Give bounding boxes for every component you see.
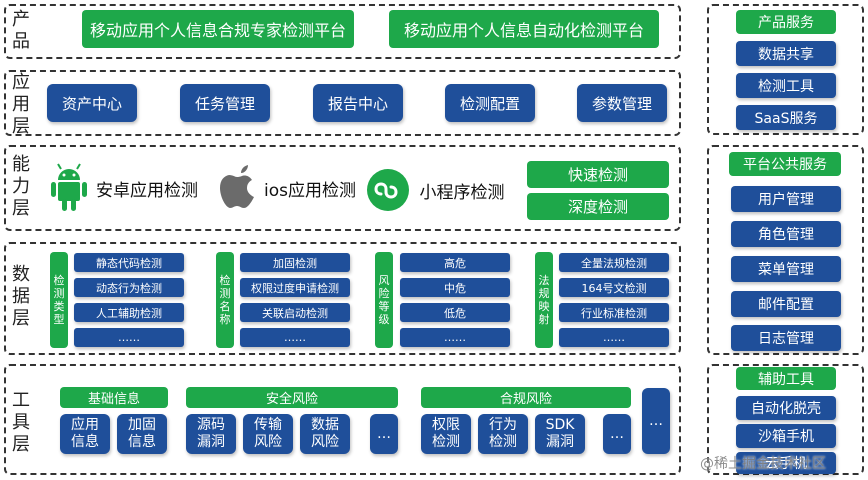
data-group-label-risk-level: 风 险 等 级 bbox=[375, 252, 393, 348]
tool-compliance-more-button[interactable]: … bbox=[603, 414, 631, 454]
watermark: @稀土掘金技术社区 bbox=[700, 456, 826, 472]
tool-transport-risk-button[interactable]: 传输 风险 bbox=[243, 414, 293, 454]
data-item-medium-risk[interactable]: 中危 bbox=[400, 278, 510, 297]
data-item-more-1[interactable]: …… bbox=[74, 328, 184, 347]
ios-detection-label: ios应用检测 bbox=[264, 180, 356, 201]
product-layer-title: 产 品 bbox=[12, 9, 30, 52]
cloud-phone-button[interactable]: 云手机 bbox=[736, 452, 836, 474]
log-management-button[interactable]: 日志管理 bbox=[731, 325, 841, 351]
capability-layer-title: 能 力 层 bbox=[12, 154, 30, 219]
platform-service-header: 平台公共服务 bbox=[729, 152, 841, 176]
tool-behavior-check-button[interactable]: 行为 检测 bbox=[478, 414, 528, 454]
tool-layer-title: 工 具 层 bbox=[12, 390, 30, 455]
product-service-header: 产品服务 bbox=[736, 10, 836, 34]
data-group-label-detection-name: 检 测 名 称 bbox=[216, 252, 234, 348]
tool-source-vuln-button[interactable]: 源码 漏洞 bbox=[186, 414, 236, 454]
mini-program-detection-label: 小程序检测 bbox=[419, 182, 505, 203]
tool-compliance-risk-header: 合规风险 bbox=[421, 387, 631, 408]
app-asset-center-button[interactable]: 资产中心 bbox=[47, 84, 137, 122]
data-item-dynamic-behavior[interactable]: 动态行为检测 bbox=[74, 278, 184, 297]
apple-icon bbox=[218, 163, 260, 211]
product-auto-platform[interactable]: 移动应用个人信息自动化检测平台 bbox=[389, 10, 659, 48]
mini-program-icon bbox=[366, 168, 410, 212]
sandbox-phone-button[interactable]: 沙箱手机 bbox=[736, 424, 836, 448]
data-sharing-button[interactable]: 数据共享 bbox=[736, 41, 836, 66]
data-item-industry-standard[interactable]: 行业标准检测 bbox=[559, 303, 669, 322]
data-item-associated-launch[interactable]: 关联启动检测 bbox=[240, 303, 350, 322]
data-item-more-4[interactable]: …… bbox=[559, 328, 669, 347]
data-group-label-detection-type: 检 测 类 型 bbox=[50, 252, 68, 348]
tool-permission-check-button[interactable]: 权限 检测 bbox=[421, 414, 471, 454]
data-item-high-risk[interactable]: 高危 bbox=[400, 253, 510, 272]
role-management-button[interactable]: 角色管理 bbox=[731, 221, 841, 247]
tool-hardening-info-button[interactable]: 加固 信息 bbox=[117, 414, 167, 454]
tool-data-risk-button[interactable]: 数据 风险 bbox=[300, 414, 350, 454]
data-item-more-2[interactable]: …… bbox=[240, 328, 350, 347]
tool-security-more-button[interactable]: … bbox=[370, 414, 398, 454]
app-report-center-button[interactable]: 报告中心 bbox=[313, 84, 403, 122]
data-item-static-code[interactable]: 静态代码检测 bbox=[74, 253, 184, 272]
data-item-low-risk[interactable]: 低危 bbox=[400, 303, 510, 322]
android-icon bbox=[50, 163, 88, 213]
app-parameter-management-button[interactable]: 参数管理 bbox=[577, 84, 667, 122]
tool-basic-info-header: 基础信息 bbox=[60, 387, 168, 408]
tool-extra-more-button[interactable]: … bbox=[642, 388, 670, 454]
deep-detection-button[interactable]: 深度检测 bbox=[527, 193, 669, 220]
quick-detection-button[interactable]: 快速检测 bbox=[527, 161, 669, 188]
data-item-full-regulation[interactable]: 全量法规检测 bbox=[559, 253, 669, 272]
auto-unpack-button[interactable]: 自动化脱壳 bbox=[736, 396, 836, 420]
tool-sdk-vuln-button[interactable]: SDK 漏洞 bbox=[535, 414, 585, 454]
application-layer-title: 应 用 层 bbox=[12, 72, 30, 137]
aux-tools-header: 辅助工具 bbox=[736, 367, 836, 390]
data-group-label-regulation-mapping: 法 规 映 射 bbox=[535, 252, 553, 348]
platform-service-panel bbox=[707, 145, 864, 355]
data-layer-title: 数 据 层 bbox=[12, 264, 30, 329]
saas-service-button[interactable]: SaaS服务 bbox=[736, 105, 836, 130]
data-item-manual-assist[interactable]: 人工辅助检测 bbox=[74, 303, 184, 322]
data-item-doc-164[interactable]: 164号文检测 bbox=[559, 278, 669, 297]
product-expert-platform[interactable]: 移动应用个人信息合规专家检测平台 bbox=[82, 10, 354, 48]
detection-tool-button[interactable]: 检测工具 bbox=[736, 73, 836, 98]
tool-security-risk-header: 安全风险 bbox=[186, 387, 398, 408]
android-detection-label: 安卓应用检测 bbox=[96, 180, 198, 201]
user-management-button[interactable]: 用户管理 bbox=[731, 186, 841, 212]
data-item-hardening[interactable]: 加固检测 bbox=[240, 253, 350, 272]
mail-config-button[interactable]: 邮件配置 bbox=[731, 291, 841, 317]
app-detection-config-button[interactable]: 检测配置 bbox=[445, 84, 535, 122]
data-item-more-3[interactable]: …… bbox=[400, 328, 510, 347]
menu-management-button[interactable]: 菜单管理 bbox=[731, 256, 841, 282]
tool-app-info-button[interactable]: 应用 信息 bbox=[60, 414, 110, 454]
data-item-excessive-permission[interactable]: 权限过度申请检测 bbox=[240, 278, 350, 297]
app-task-management-button[interactable]: 任务管理 bbox=[180, 84, 270, 122]
